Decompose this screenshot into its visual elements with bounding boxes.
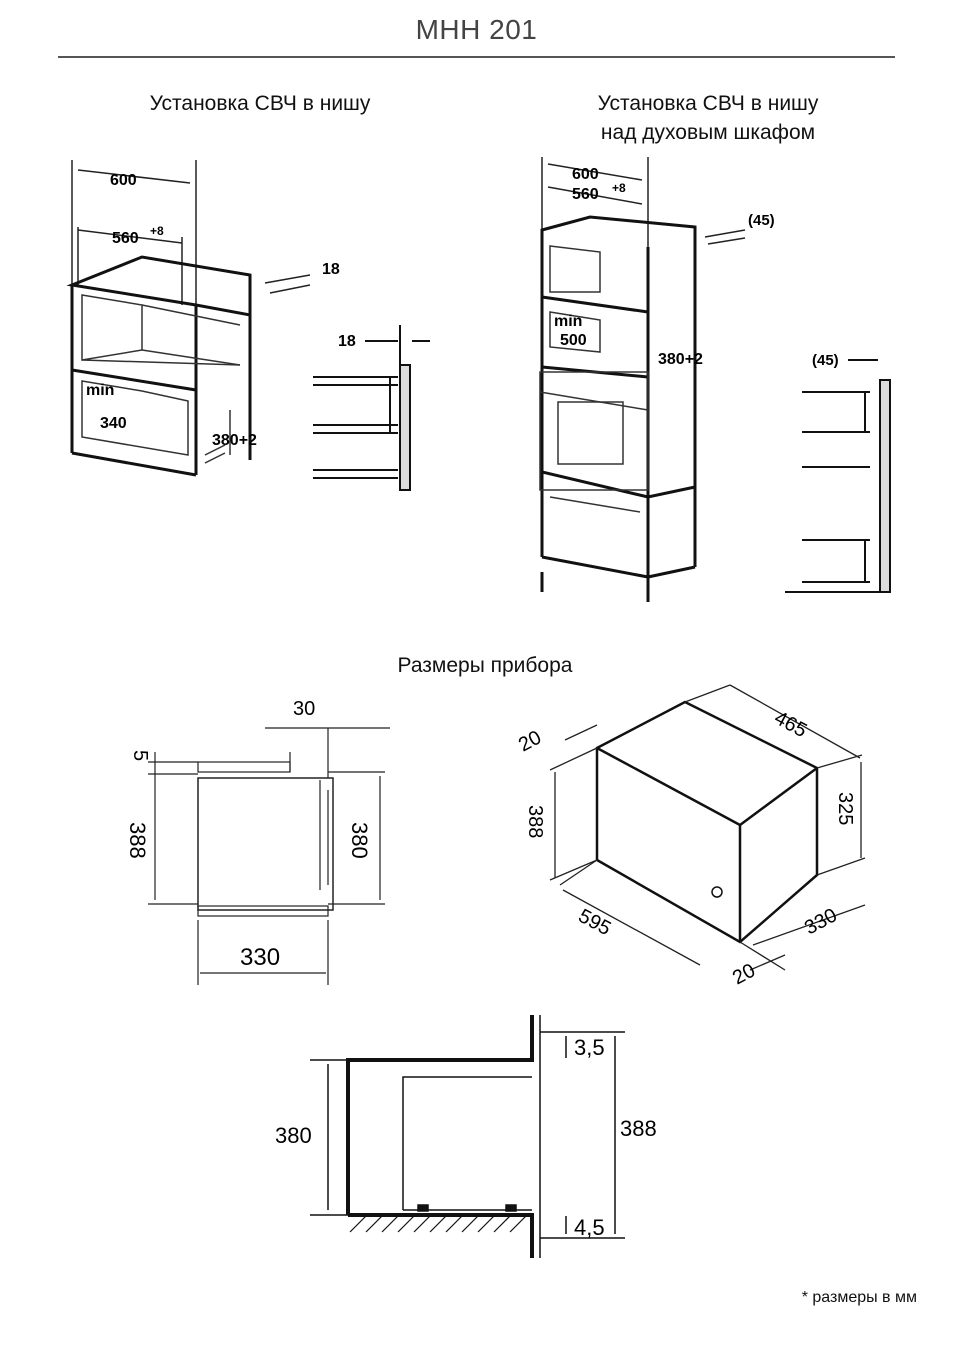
device-side-view: 30 5 388 380 330 [125,698,390,985]
dim-18-side: 18 [338,333,356,350]
dim-388: 388 [524,805,546,838]
label-min: min [554,313,582,330]
dim-380-plus-2: 380+2 [212,432,257,449]
units-footnote: * размеры в мм [801,1289,917,1306]
dim-20-top: 20 [515,727,545,757]
dim-465: 465 [771,707,811,742]
niche-installation-diagram: 600 560 +8 18 min 340 380+2 18 [66,160,430,491]
dim-330: 330 [801,904,841,939]
dim-45-top: (45) [748,212,775,229]
dim-325: 325 [834,792,856,825]
caption-niche-over-oven: Установка СВЧ в нишу над духовым шкафом [548,89,868,147]
dim-18-top: 18 [322,261,340,278]
device-isometric-view: 465 20 388 325 595 330 20 [515,684,866,990]
dim-388: 388 [125,822,150,859]
device-section-view: 380 3,5 388 4,5 [275,1015,657,1258]
dim-380: 380 [275,1123,312,1148]
dim-595: 595 [575,905,615,940]
dim-600: 600 [110,172,137,189]
over-oven-installation-diagram: 600 560 +8 (45) min 500 380+2 (45) [539,157,891,602]
page-title: МНН 201 [415,14,538,45]
dim-30: 30 [293,698,315,720]
floor-hatching [349,1215,527,1233]
caption-niche: Установка СВЧ в нишу [149,92,371,115]
dim-380: 380 [347,822,372,859]
label-min: min [86,382,114,399]
dim-560-tolerance: +8 [612,181,626,195]
caption-device-dimensions: Размеры прибора [397,654,573,677]
dim-3-5: 3,5 [574,1035,605,1060]
caption-line-2: над духовым шкафом [600,121,816,144]
dim-560-tolerance: +8 [150,224,164,238]
dim-45-side: (45) [812,352,839,369]
dim-600: 600 [572,166,599,183]
dim-388: 388 [620,1116,657,1141]
dim-380-plus-2: 380+2 [658,351,703,368]
dim-20-bottom: 20 [729,960,759,990]
dim-5: 5 [129,750,151,761]
dim-560: 560 [572,186,599,203]
title-divider [58,56,895,58]
dim-500: 500 [560,332,587,349]
door-handle-icon [711,886,723,898]
caption-line-1: Установка СВЧ в нишу [597,92,819,115]
dim-560: 560 [112,230,139,247]
dim-330: 330 [240,944,280,971]
dim-4-5: 4,5 [574,1215,605,1240]
dim-340: 340 [100,415,127,432]
